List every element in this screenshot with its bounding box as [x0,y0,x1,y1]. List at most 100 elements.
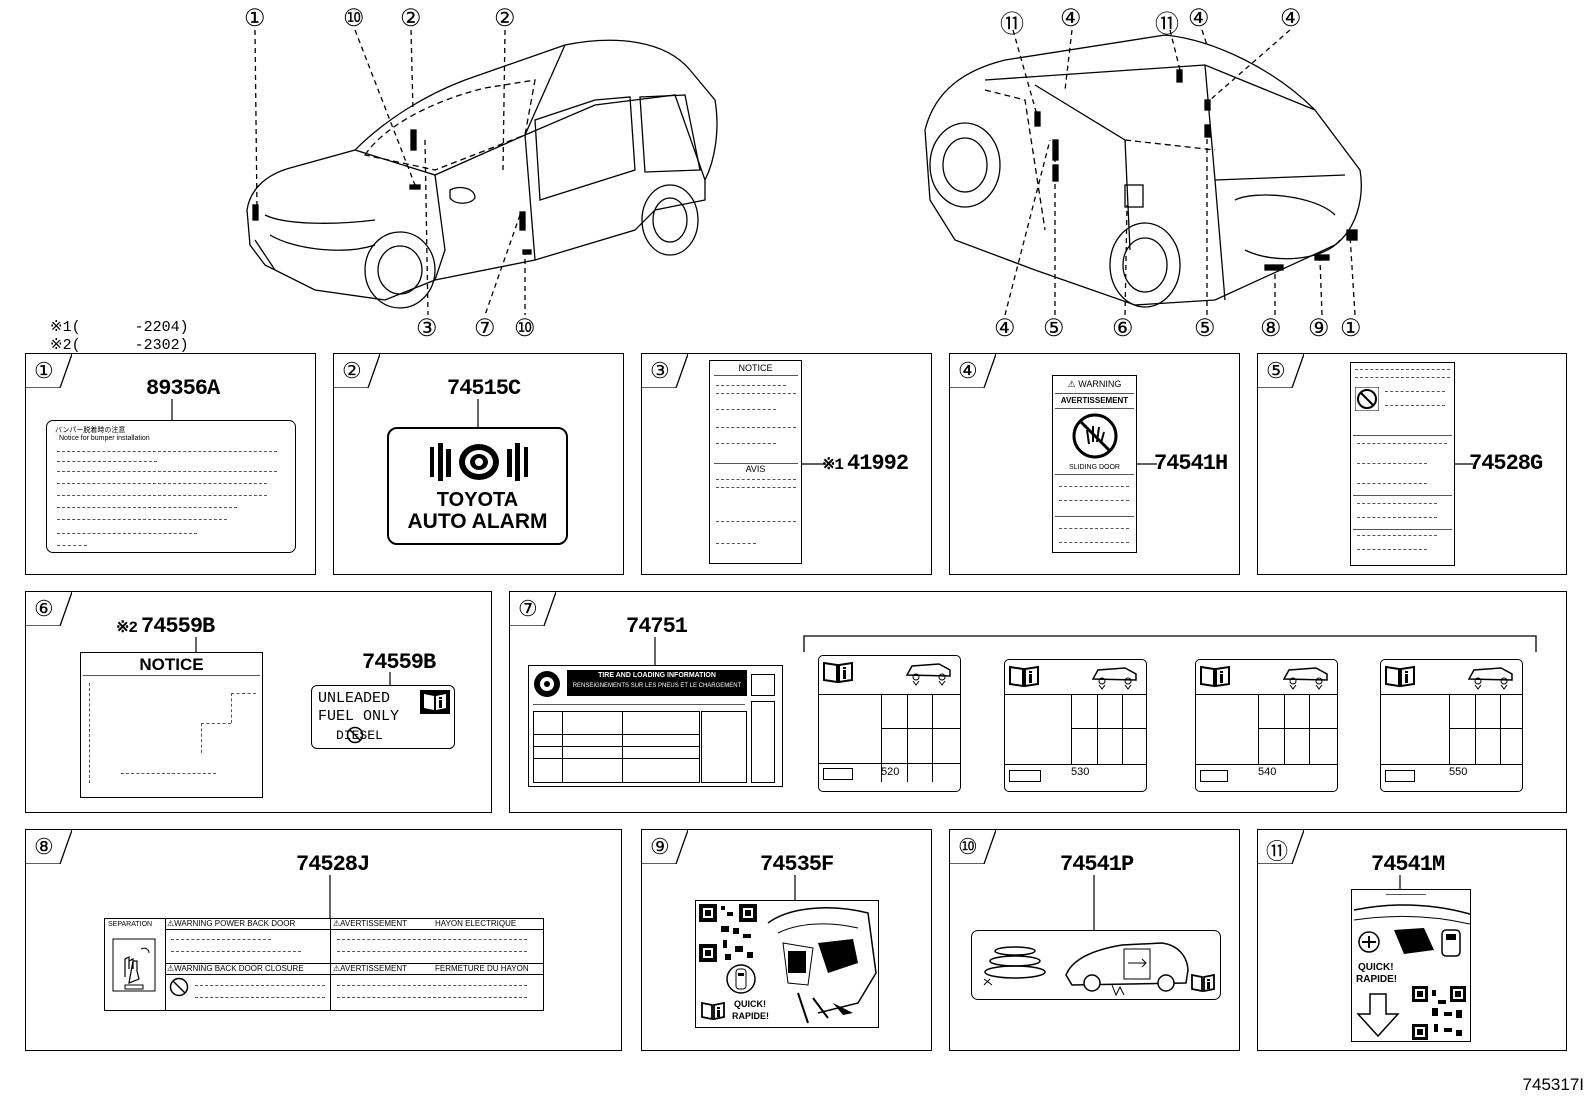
door-handle-illustration [1354,904,1470,957]
qr-code-icon [1412,986,1466,1040]
leader-line [802,463,826,465]
sliding-door-text: SLIDING DOOR [1069,464,1120,471]
panel-tab [334,354,380,388]
manual-info-icon [1009,665,1039,688]
tire-cell [751,674,775,696]
panel-tab [26,354,72,388]
fuel-label: UNLEADED FUEL ONLY DIESEL [311,685,455,749]
panel-tab [950,354,996,388]
panel-number: ④ [958,358,978,383]
part-number: 74541P [1060,852,1134,877]
panel-number: ③ [650,358,670,383]
key-fob-icon [726,964,756,994]
callout-top-1: ① [244,5,266,32]
warning-head: ⚠ WARNING [1067,379,1122,389]
panel-tab [950,830,996,864]
variant-number: 550 [1449,766,1468,778]
tire-header-en: TIRE AND LOADING INFORMATION [598,672,716,679]
label-line-jp: バンパー脱着時の注意 [55,427,126,434]
callout-top-2b: ② [494,5,516,32]
notice-avis-label: NOTICE AVIS [709,360,802,564]
note-2-range: ( -2302) [71,337,189,354]
variant-number: 520 [881,766,900,778]
avert-1: ⚠AVERTISSEMENT [333,919,407,928]
callout-top-10: ⑩ [343,5,365,32]
panel-11: ⑪ 74541M QUICK! RAPIDE! [1257,829,1567,1051]
bumper-notice-label: バンパー脱着時の注意 Notice for bumper installatio… [46,420,296,553]
sliding-door-label [971,930,1221,1000]
quick-text: QUICK! [1358,962,1394,973]
callout-rb-8: ⑧ [1260,315,1282,342]
variant-label-540: 540 [1195,659,1338,792]
power-back-door-label: QUICK! RAPIDE! [695,900,879,1028]
fuel-line-2: FUEL ONLY [318,708,400,725]
panel-number: ② [342,358,362,383]
callout-rt-11b: ⑪ [1155,11,1179,38]
part-mark: ※1 [822,456,844,474]
part-number: 74751 [626,614,688,639]
callout-rb-1: ① [1340,315,1362,342]
part-number: 74515C [447,376,521,401]
tire-loading-label: TIRE AND LOADING INFORMATION RENSEIGNEME… [528,665,783,787]
part-number: 89356A [146,376,220,401]
panel-tab [26,592,72,626]
hand-pinch-icon [1072,413,1118,459]
warning-2: ⚠WARNING BACK DOOR CLOSURE [167,964,304,973]
prohibition-icon [169,977,189,997]
note-1-range: ( -2204) [71,319,189,336]
panel-number: ⑤ [1266,358,1286,383]
manual-info-icon [420,690,450,714]
vehicle-load-icon [905,663,951,686]
avertissement-head: AVERTISSEMENT [1060,396,1129,405]
notice-label: NOTICE [80,652,263,798]
part-number: 74541M [1371,852,1445,877]
panel-8: ⑧ 74528J SEPARATION ⚠WARNING POWER BACK … [25,829,622,1051]
panel-number: ① [34,358,54,383]
note-1: ※1( -2204) [32,300,189,336]
leader-line [1455,463,1473,465]
label-line-en: Notice for bumper installation [59,435,150,442]
tire-table [533,711,700,783]
auto-alarm-label: TOYOTA AUTO ALARM [387,427,568,545]
panel-tab [642,354,688,388]
sliding-door-warning-label: ⚠ WARNING AVERTISSEMENT SLIDING DOOR [1052,375,1137,553]
leader-line [389,672,391,686]
panel-tab [510,592,556,626]
part-number-2: 74559B [362,650,436,675]
manual-info-icon [701,1001,725,1021]
leader-line [1137,463,1157,465]
note-2-mark: ※2 [50,337,72,354]
part-number: 74528G [1469,451,1543,476]
vehicle-load-icon [1282,667,1328,690]
panel-7: ⑦ 74751 TIRE AND LOADING INFORMATION REN… [509,591,1567,813]
alarm-text-toyota: TOYOTA [436,489,519,511]
tire-icon [534,671,560,697]
panel-1: ① 89356A バンパー脱着時の注意 Notice for bumper in… [25,353,316,575]
leader-line [1399,875,1401,889]
panel-number: ⑨ [650,834,670,859]
note-1-mark: ※1 [50,319,72,336]
callout-bottom-10: ⑩ [514,315,536,342]
vehicle-illustration-front [246,29,718,316]
callout-rt-4b: ④ [1188,5,1210,32]
sensor-wave-icon [983,946,1046,986]
diagram-reference-number: 745317I [1522,1075,1584,1094]
power-door-warning-label [1350,362,1455,566]
rapide-text: RAPIDE! [732,1011,770,1021]
fuel-line-1: UNLEADED [318,690,391,707]
leader-line [794,875,796,900]
part-number: 41992 [847,451,909,476]
prohibition-icon [346,726,364,744]
note-2: ※2( -2302) [32,318,189,354]
part-mark: ※2 [116,619,138,637]
callout-rt-11a: ⑪ [1000,11,1024,38]
part-number: 74535F [760,852,834,877]
panel-5: ⑤ 74528G [1257,353,1567,575]
hayon-2: FERMETURE DU HAYON [435,964,529,973]
leader-line [654,637,656,667]
callout-rt-4a: ④ [1060,5,1082,32]
alarm-text-auto: AUTO ALARM [407,510,548,533]
